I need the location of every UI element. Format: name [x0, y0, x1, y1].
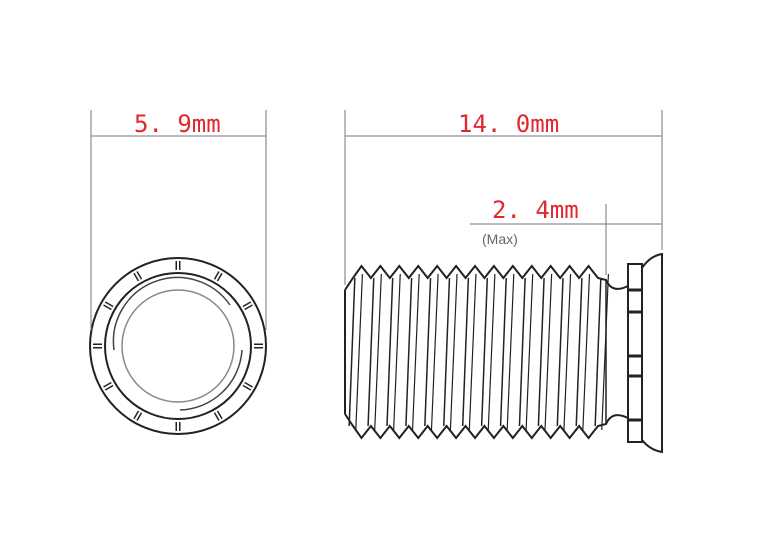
thread-line	[480, 277, 489, 427]
knurl-mark	[215, 411, 222, 421]
thread-line	[594, 277, 602, 427]
dimension-lines	[90, 110, 663, 330]
knurl-mark	[103, 383, 113, 390]
thread-line	[449, 273, 458, 431]
thread-top	[344, 264, 629, 291]
thread-line	[506, 273, 515, 431]
thread-line	[556, 277, 564, 427]
thread-line	[499, 277, 507, 427]
thread-line	[405, 277, 413, 427]
thread-line	[411, 273, 420, 431]
knurl-mark	[103, 302, 113, 309]
length-label: 14. 0mm	[458, 110, 560, 138]
thread-line	[355, 273, 364, 431]
thread-line	[518, 277, 526, 427]
end-view	[89, 257, 267, 435]
knurl-marks	[93, 261, 263, 431]
thread-line	[575, 277, 583, 427]
knurl-mark	[134, 411, 141, 421]
inner-edge-arc	[112, 276, 231, 351]
head-thickness-label: 2. 4mm	[492, 196, 579, 224]
thread-line	[393, 273, 401, 431]
head-flange	[641, 252, 663, 454]
thread-line	[563, 273, 572, 431]
inner-edge-arc	[179, 349, 243, 411]
side-view	[344, 252, 663, 454]
thread-bottom	[344, 413, 629, 440]
thread-line	[348, 277, 356, 427]
diameter-label: 5. 9mm	[134, 110, 221, 138]
inner-flange-circle	[104, 272, 252, 420]
thread-line	[386, 277, 394, 427]
thread-line	[582, 273, 591, 431]
thread-line	[430, 273, 439, 431]
knurl-mark	[134, 271, 141, 281]
thread-line	[487, 273, 496, 431]
thread-line	[537, 277, 545, 427]
thread-line	[367, 277, 375, 427]
thread-line	[544, 273, 553, 431]
knurl-mark	[243, 302, 253, 309]
knurl-mark	[243, 383, 253, 390]
thread-line	[374, 273, 382, 431]
outer-flange-circle	[89, 257, 267, 435]
max-note: (Max)	[482, 231, 518, 247]
bore-circle	[121, 289, 235, 403]
thread-line	[424, 277, 432, 427]
thread-line	[461, 277, 470, 427]
thread-line	[443, 277, 451, 427]
thread-line	[601, 273, 610, 431]
knurl-mark	[215, 271, 222, 281]
thread-line	[468, 273, 477, 431]
thread-line	[525, 273, 534, 431]
